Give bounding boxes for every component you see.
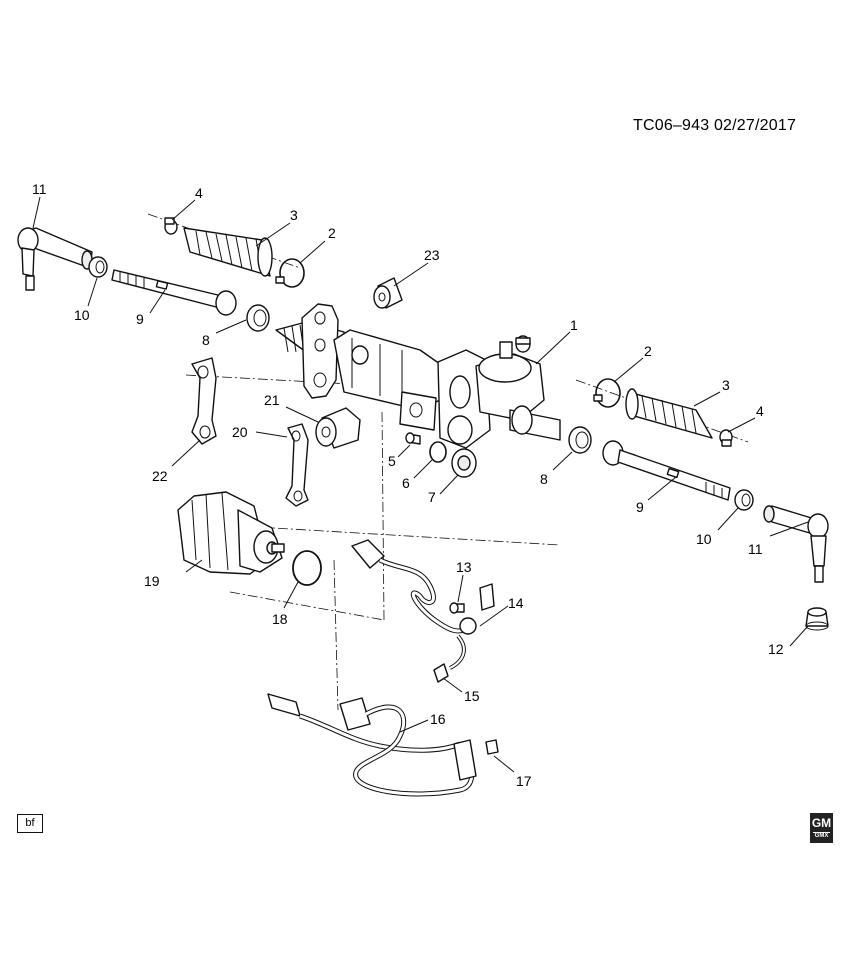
callout-22: 22 [152, 468, 168, 484]
callout-18: 18 [272, 611, 288, 627]
part-12-castle-nut [805, 607, 829, 631]
callout-19: 19 [144, 573, 160, 589]
gm-logo: GM GMX [810, 813, 833, 843]
callout-leaders [32, 196, 809, 773]
part-23-mount-bushing [373, 277, 403, 309]
callout-11-right: 11 [748, 541, 763, 557]
part-18-motor-o-ring [292, 550, 322, 586]
callout-1: 1 [570, 317, 578, 333]
callout-6: 6 [402, 475, 410, 491]
part-21-mount-bushing [315, 407, 361, 449]
callout-11-left: 11 [32, 181, 47, 197]
part-14-motor-wiring-harness [351, 539, 495, 670]
callout-17: 17 [516, 773, 532, 789]
callout-14: 14 [508, 595, 524, 611]
part-11-right-outer-tie-rod-end [763, 505, 829, 583]
callout-2-right: 2 [644, 343, 652, 359]
part-4-right-boot-clamp [719, 429, 733, 447]
part-8-left-bushing [246, 304, 270, 332]
callout-9-left: 9 [136, 311, 144, 327]
callout-2-left: 2 [328, 225, 336, 241]
part-19-assist-motor [177, 491, 285, 575]
part-3-left-boot [183, 227, 273, 277]
callout-8-left: 8 [202, 332, 210, 348]
part-20-mount-bracket [285, 423, 309, 507]
bf-tag: bf [17, 814, 43, 833]
callout-13: 13 [456, 559, 472, 575]
part-10-right-jam-nut [734, 489, 754, 511]
callout-8-right: 8 [540, 471, 548, 487]
callout-23: 23 [424, 247, 440, 263]
part-6-seal-ring [429, 441, 447, 463]
callout-7: 7 [428, 489, 436, 505]
callout-5: 5 [388, 453, 396, 469]
callout-4-left: 4 [195, 185, 203, 201]
part-17-retainer-clip [485, 739, 499, 755]
callout-3-right: 3 [722, 377, 730, 393]
part-3-right-boot [625, 388, 713, 439]
gm-logo-text: GM [811, 816, 832, 830]
callout-labels: 11 10 9 4 3 2 23 8 1 2 3 4 21 20 22 5 6 … [32, 181, 784, 789]
callout-21: 21 [264, 392, 280, 408]
part-16-wiring-harness [267, 693, 477, 797]
part-7-pinion-seal [451, 448, 477, 478]
callout-9-right: 9 [636, 499, 644, 515]
callout-10-right: 10 [696, 531, 712, 547]
callout-15: 15 [464, 688, 480, 704]
callout-16: 16 [430, 711, 446, 727]
part-11-left-outer-tie-rod-end [17, 227, 93, 291]
part-5-bolt [405, 432, 421, 445]
part-2-right-boot-clamp [593, 378, 621, 408]
part-15-harness-clip [433, 663, 449, 683]
part-9-right-inner-tie-rod [602, 440, 731, 501]
part-10-left-jam-nut [88, 256, 108, 278]
diagram-reference-code: TC06–943 02/27/2017 [633, 117, 797, 134]
centerlines [147, 213, 749, 711]
callout-12: 12 [768, 641, 784, 657]
callout-4-right: 4 [756, 403, 764, 419]
callout-20: 20 [232, 424, 248, 440]
part-13-bolt [449, 602, 465, 614]
callout-3-left: 3 [290, 207, 298, 223]
part-2-left-boot-clamp [275, 258, 305, 288]
part-22-mount-bracket [191, 357, 217, 445]
part-9-left-inner-tie-rod [111, 269, 237, 316]
part-4-left-boot-clamp [164, 217, 178, 235]
callout-10-left: 10 [74, 307, 90, 323]
part-8-right-bushing [568, 426, 592, 454]
gm-logo-subtext: GMX [813, 832, 830, 839]
part-1-steering-gear-housing [275, 303, 561, 449]
